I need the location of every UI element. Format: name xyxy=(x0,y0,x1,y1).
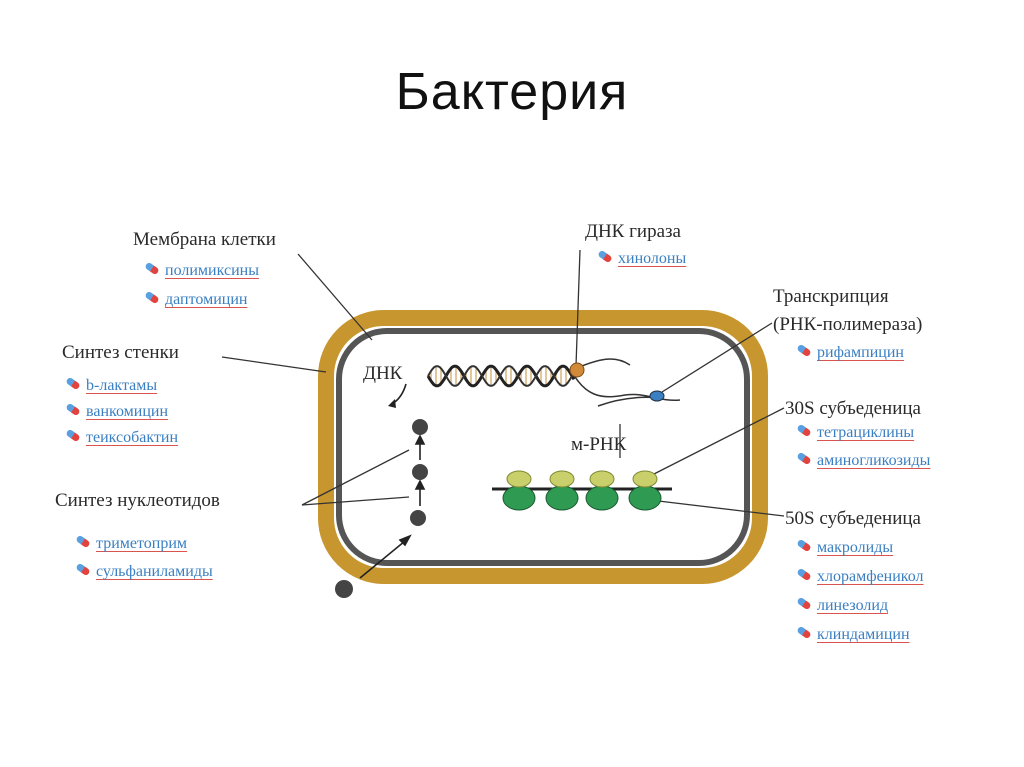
pill-icon xyxy=(796,567,812,582)
pill-icon xyxy=(144,261,160,276)
drug-chloramphenicol[interactable]: хлорамфеникол xyxy=(796,567,924,586)
drug-aminoglycosides[interactable]: аминогликозиды xyxy=(796,451,930,470)
pill-icon xyxy=(796,596,812,611)
drug-beta-lactams[interactable]: b-лактамы xyxy=(65,376,157,395)
mrna-label: м-РНК xyxy=(571,434,627,455)
drug-sulfonamides[interactable]: сульфаниламиды xyxy=(75,562,213,581)
pill-icon xyxy=(597,249,613,264)
pill-icon xyxy=(65,402,81,417)
drug-daptomycin[interactable]: даптомицин xyxy=(144,290,247,309)
transcription-label: Транскрипция xyxy=(773,286,889,307)
pill-icon xyxy=(796,625,812,640)
ribosomes xyxy=(502,470,662,511)
leader-lines xyxy=(221,249,785,517)
drug-clindamycin[interactable]: клиндамицин xyxy=(796,625,910,644)
drug-rifampicin[interactable]: рифампицин xyxy=(796,343,904,362)
page-title: Бактерия xyxy=(395,63,629,121)
transcription-label-2: (РНК-полимераза) xyxy=(773,314,923,335)
drug-quinolones[interactable]: хинолоны xyxy=(597,249,686,268)
pill-icon xyxy=(144,290,160,305)
nucleotide-arrows xyxy=(359,434,426,579)
drug-trimethoprim[interactable]: триметоприм xyxy=(75,534,187,553)
rna-polymerase xyxy=(649,390,665,402)
pill-icon xyxy=(75,534,91,549)
drug-teixobactin[interactable]: теиксобактин xyxy=(65,428,178,447)
pill-icon xyxy=(796,451,812,466)
pill-icon xyxy=(796,343,812,358)
drug-polymyxins[interactable]: полимиксины xyxy=(144,261,259,280)
gyrase-enzyme xyxy=(569,362,585,378)
gyrase-label: ДНК гираза xyxy=(585,221,681,242)
dna-helix xyxy=(426,358,681,401)
membrane-label: Мембрана клетки xyxy=(133,229,276,250)
s30-label: 30S субъеденица xyxy=(785,398,921,419)
drug-macrolides[interactable]: макролиды xyxy=(796,538,893,557)
wall-synthesis-label: Синтез стенки xyxy=(62,342,179,363)
drug-linezolid[interactable]: линезолид xyxy=(796,596,888,615)
s50-label: 50S субъеденица xyxy=(785,508,921,529)
pill-icon xyxy=(75,562,91,577)
pill-icon xyxy=(796,423,812,438)
dna-label: ДНК xyxy=(363,363,403,384)
nucleotide-synthesis-label: Синтез нуклеотидов xyxy=(55,490,220,511)
pill-icon xyxy=(796,538,812,553)
nucleotide-chain xyxy=(335,419,428,598)
cell-wall xyxy=(318,310,768,584)
drug-vancomycin[interactable]: ванкомицин xyxy=(65,402,168,421)
drug-tetracyclines[interactable]: тетрациклины xyxy=(796,423,914,442)
pill-icon xyxy=(65,376,81,391)
pill-icon xyxy=(65,428,81,443)
